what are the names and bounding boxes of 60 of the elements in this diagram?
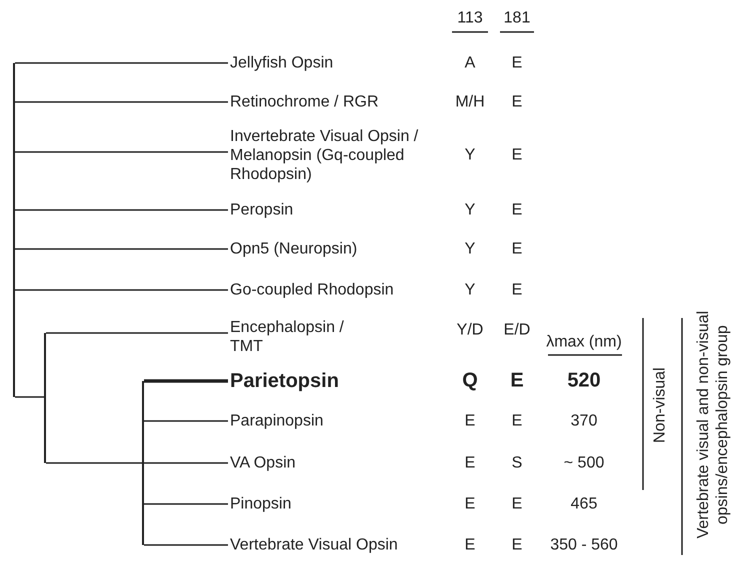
group-label: Non-visual [650, 366, 670, 445]
tree-branch [15, 62, 228, 64]
tree-branch [144, 420, 228, 422]
tree-branch [15, 289, 228, 291]
residue-letter: E [512, 412, 522, 430]
residue-letter: A [464, 54, 476, 72]
taxon-label: Jellyfish Opsin [230, 54, 334, 72]
residue-letter: E [512, 280, 522, 300]
taxon-label: Vertebrate Visual Opsin [230, 536, 398, 554]
tree-branch [144, 503, 228, 505]
residue-letter: E [510, 372, 524, 390]
taxon-label: Go-coupled Rhodopsin [230, 280, 394, 300]
residue-letter: E [512, 536, 522, 554]
tree-branch [144, 462, 228, 464]
wavelength-value: 520 [567, 372, 601, 390]
residue-letter: E [464, 412, 476, 430]
residue-letter: E/D [504, 320, 530, 340]
residue-letter: E [512, 240, 522, 258]
taxon-label: Pinopsin [230, 494, 292, 514]
tree-branch [15, 209, 228, 211]
residue-letter: Y [464, 240, 476, 258]
residue-letter: Y [464, 280, 476, 300]
residue-letter: E [464, 494, 476, 514]
tree-branch [46, 462, 142, 464]
column-header: λmax (nm) [546, 332, 622, 352]
taxon-label: VA Opsin [230, 454, 296, 472]
taxon-label: Opn5 (Neuropsin) [230, 240, 358, 258]
column-header: 113 [457, 8, 483, 28]
residue-letter: E [464, 454, 476, 472]
taxon-label: Parapinopsin [230, 412, 324, 430]
taxon-label: Invertebrate Visual Opsin / Melanopsin (Gq-coupled Rhodopsin) [230, 127, 455, 184]
residue-letter: E [512, 494, 522, 514]
taxon-label: Retinochrome / RGR [230, 92, 378, 112]
wavelength-value: 465 [570, 494, 598, 514]
wavelength-value: 350 - 560 [550, 536, 618, 554]
residue-letter: E [512, 54, 522, 72]
residue-letter: M/H [455, 92, 485, 112]
tree-branch [46, 332, 228, 334]
residue-letter: E [512, 146, 522, 164]
column-header: 181 [504, 8, 530, 28]
tree-branch [15, 396, 44, 398]
residue-letter: E [512, 200, 522, 220]
tree-branch [144, 544, 228, 546]
wavelength-value: 370 [570, 412, 598, 430]
tree-branch [15, 151, 228, 153]
taxon-label: Peropsin [230, 200, 294, 220]
tree-branch [144, 379, 228, 383]
tree-branch [15, 248, 228, 250]
residue-letter: Y [464, 146, 476, 164]
residue-letter: E [464, 536, 476, 554]
tree-branch [15, 101, 228, 103]
group-label: Vertebrate visual and non-visual opsins/encephalopsin group [694, 310, 732, 541]
residue-letter: S [512, 454, 522, 472]
taxon-label: Parietopsin [230, 369, 339, 393]
residue-letter: E [512, 92, 522, 112]
wavelength-value: ~ 500 [564, 454, 604, 472]
residue-letter: Y [464, 200, 476, 220]
taxon-label: Encephalopsin / TMT [230, 318, 370, 356]
residue-letter: Q [462, 372, 478, 390]
residue-letter: Y/D [456, 320, 484, 340]
